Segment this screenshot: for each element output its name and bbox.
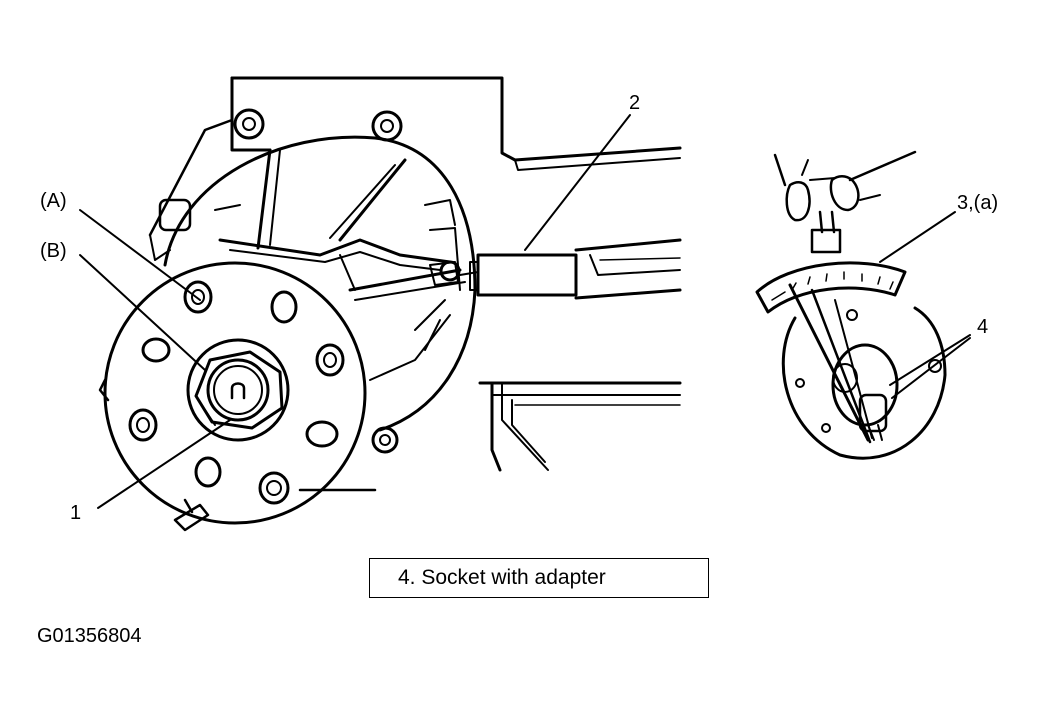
wheel-stud-holes (128, 280, 345, 505)
torque-wrench (459, 238, 682, 300)
gauge-inset (755, 150, 947, 460)
inset-leader-lines (879, 211, 971, 399)
hub-nut-assembly (186, 338, 290, 442)
brake-shoe-lines (218, 148, 466, 381)
axle-housing (230, 76, 682, 472)
label-socket: 4 (977, 316, 989, 338)
backing-plate-bolts (233, 108, 403, 454)
legend-box: 4. Socket with adapter (369, 558, 709, 598)
bleeder-screw (173, 498, 210, 532)
legend-text: 4. Socket with adapter (398, 566, 606, 589)
leader-lines (79, 114, 631, 509)
brake-drum (98, 261, 377, 525)
label-hub: 1 (70, 502, 82, 524)
label-wrench: 2 (629, 92, 641, 114)
figure-id: G01356804 (37, 625, 142, 647)
label-bearing-b: (B) (40, 240, 67, 262)
label-bearing-a: (A) (40, 190, 67, 212)
label-gauge: 3,(a) (957, 192, 999, 214)
